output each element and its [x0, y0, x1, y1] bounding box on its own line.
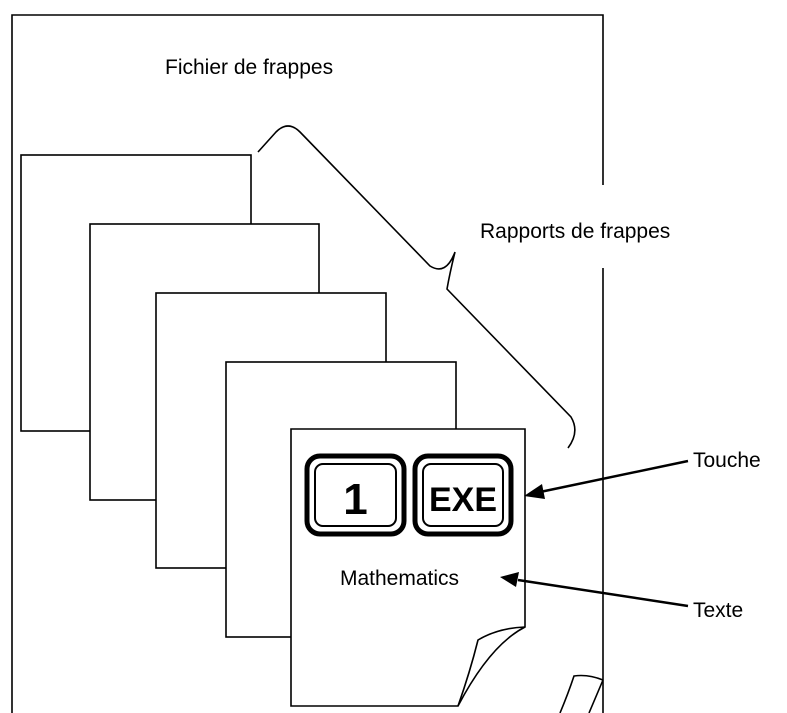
page-curl — [457, 626, 526, 707]
file-outline — [11, 14, 604, 713]
key-1-outer — [304, 453, 407, 537]
file-label: Fichier de frappes — [165, 56, 333, 79]
key-arrow-head — [524, 484, 545, 499]
text-arrow-line — [517, 578, 689, 608]
sample-text: Mathematics — [340, 567, 459, 590]
key-label: Touche — [693, 449, 761, 472]
key-exe-inner — [422, 463, 504, 527]
key-1-label: 1 — [343, 475, 367, 524]
key-arrow-line — [539, 459, 689, 494]
reports-label: Rapports de frappes — [480, 220, 670, 243]
text-label: Texte — [693, 599, 743, 622]
key-exe-label: EXE — [429, 481, 497, 519]
reports-brace — [257, 125, 576, 449]
file-page-curl — [559, 674, 604, 713]
key-1-inner — [314, 463, 397, 527]
text-arrow-head — [500, 572, 519, 587]
key-exe-outer — [412, 453, 514, 537]
